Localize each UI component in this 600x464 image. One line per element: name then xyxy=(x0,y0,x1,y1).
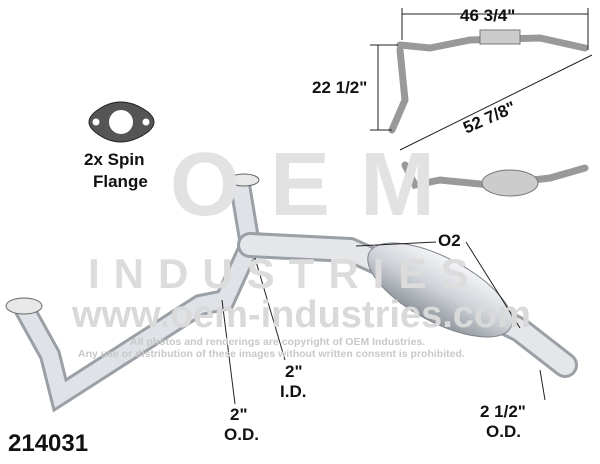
o2-sensor-label: O2 xyxy=(438,231,461,250)
watermark-copyright-1: All photos and renderings are copyright … xyxy=(130,336,426,348)
part-number: 214031 xyxy=(8,430,89,457)
flange-note-line2: Flange xyxy=(93,172,148,191)
inlet-id-size: 2" xyxy=(285,362,303,381)
flange-icon xyxy=(88,101,155,143)
dimension-width: 46 3/4" xyxy=(460,6,516,25)
inlet-id-label: I.D. xyxy=(280,382,307,401)
watermark-url: www.oem-industries.com xyxy=(72,294,531,336)
dimension-lines xyxy=(221,8,593,405)
outlet-label: O.D. xyxy=(486,422,521,441)
side-view-converter xyxy=(481,169,539,197)
inlet-flange xyxy=(5,297,43,315)
inlet-od-label: O.D. xyxy=(224,425,259,444)
catalytic-converter xyxy=(367,242,513,338)
dimension-height: 22 1/2" xyxy=(312,78,368,97)
top-flange xyxy=(228,173,260,187)
top-view-converter xyxy=(479,29,521,45)
inlet-od-size: 2" xyxy=(230,405,248,424)
top-view-pipe xyxy=(388,34,589,189)
watermark-logo: OEM xyxy=(170,135,466,235)
outlet-size: 2 1/2" xyxy=(480,402,526,421)
watermark-copyright-2: Any use or distribution of these images … xyxy=(78,348,465,360)
flange-note-line1: 2x Spin xyxy=(84,150,145,169)
watermark-logo-sub: INDUSTRIES xyxy=(88,250,483,297)
